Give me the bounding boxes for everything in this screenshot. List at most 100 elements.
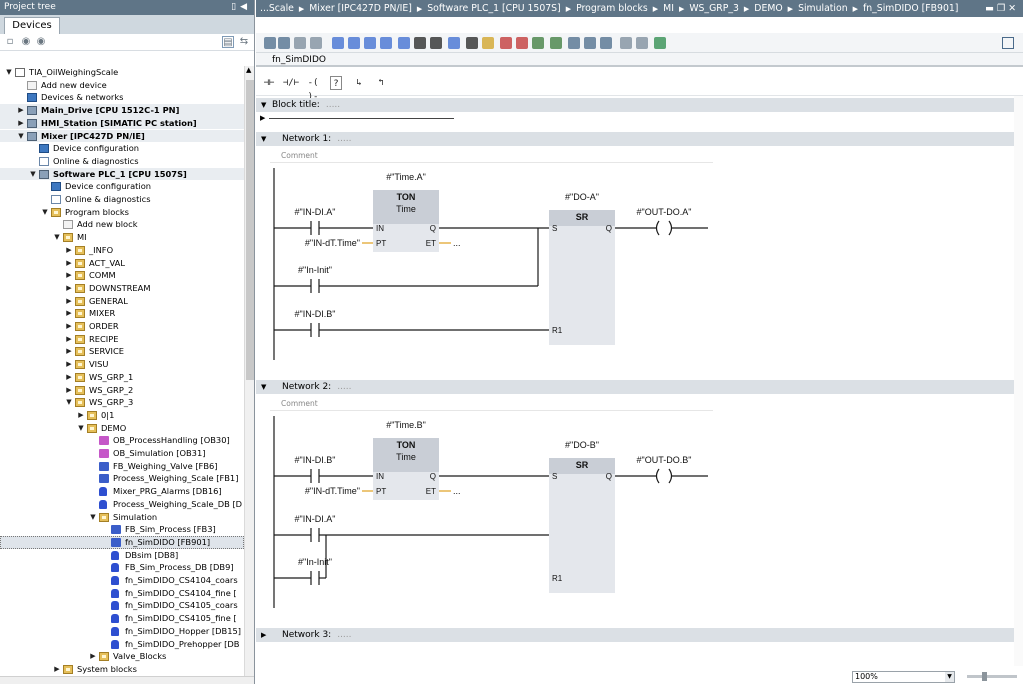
toolbar-tool-icon[interactable] [636, 37, 648, 49]
project-tree-hscrollbar[interactable] [0, 676, 254, 684]
expand-arrow-icon[interactable]: ▶ [66, 283, 72, 292]
collapse-icon[interactable]: ▼ [261, 383, 267, 391]
expand-arrow-icon[interactable]: ▶ [66, 334, 72, 343]
collapse-arrow-icon[interactable]: ▼ [30, 169, 36, 178]
breadcrumb-item[interactable]: fn_SimDIDO [FB901] [862, 3, 959, 14]
toolbar-tool-icon[interactable] [600, 37, 612, 49]
tree-item[interactable]: ▼MI [0, 231, 244, 244]
breadcrumb-item[interactable]: Simulation [798, 3, 848, 14]
detail-view-icon[interactable]: ▤ [222, 36, 234, 48]
nc-contact-icon[interactable]: ⊣/⊢ [282, 78, 300, 88]
new-item-icon[interactable]: ▫ [6, 36, 14, 47]
collapse-arrow-icon[interactable]: ▼ [66, 398, 72, 407]
contact-operand[interactable]: #"IN-DI.A" [295, 514, 336, 524]
forward-icon[interactable]: ◉ [36, 36, 46, 47]
expand-arrow-icon[interactable]: ▶ [66, 360, 72, 369]
zoom-slider[interactable] [967, 672, 1017, 681]
no-contact[interactable]: #"IN-DI.B" [295, 455, 336, 483]
collapse-arrow-icon[interactable]: ▼ [90, 512, 96, 521]
breadcrumb-item[interactable]: MI [663, 3, 674, 14]
toolbar-tool-icon[interactable] [398, 37, 410, 49]
expand-arrow-icon[interactable]: ▶ [66, 245, 72, 254]
collapse-icon[interactable]: ▼ [261, 101, 267, 109]
scroll-thumb[interactable] [246, 80, 254, 380]
tree-item[interactable]: FB_Sim_Process [FB3] [0, 523, 244, 536]
contact-operand[interactable]: #"IN-DI.B" [295, 455, 336, 465]
breadcrumb-item[interactable]: Mixer [IPC427D PN/IE] [309, 3, 412, 14]
open-branch-icon[interactable]: ↳ [356, 78, 362, 88]
tree-item[interactable]: ▼Program blocks [0, 206, 244, 219]
toolbar-tool-icon[interactable] [620, 37, 632, 49]
toolbar-tool-icon[interactable] [364, 37, 376, 49]
sr-instance[interactable]: #"DO-A" [565, 192, 599, 202]
tree-item[interactable]: Devices & networks [0, 91, 244, 104]
editor-scrollbar[interactable] [1014, 96, 1023, 666]
collapse-arrow-icon[interactable]: ▼ [42, 207, 48, 216]
tree-item[interactable]: FB_Weighing_Valve [FB6] [0, 460, 244, 473]
tree-item[interactable]: fn_SimDIDO_CS4104_coars [0, 574, 244, 587]
network-2-header[interactable]: ▼ Network 2:..... [256, 380, 1023, 394]
toolbar-tool-icon[interactable] [448, 37, 460, 49]
tree-item[interactable]: fn_SimDIDO [FB901] [0, 535, 244, 549]
et-value[interactable]: ... [453, 238, 461, 248]
toolbar-tool-icon[interactable] [584, 37, 596, 49]
tree-item[interactable]: ▶0|1 [0, 409, 244, 422]
expand-arrow-icon[interactable]: ▶ [54, 664, 60, 673]
contact-operand[interactable]: #"IN-DI.A" [295, 207, 336, 217]
toolbar-tool-icon[interactable] [532, 37, 544, 49]
toolbar-tool-icon[interactable] [466, 37, 478, 49]
toolbar-tool-icon[interactable] [332, 37, 344, 49]
toolbar-tool-icon[interactable] [264, 37, 276, 49]
tree-item[interactable]: Add new block [0, 218, 244, 231]
breadcrumb-item[interactable]: Program blocks [576, 3, 648, 14]
network-1-comment[interactable]: Comment [281, 151, 318, 160]
toolbar-tool-icon[interactable] [278, 37, 290, 49]
sync-icon[interactable]: ⇆ [239, 36, 249, 47]
tree-item[interactable]: ▼Mixer [IPC427D PN/IE] [0, 129, 244, 143]
tree-item[interactable]: ▶GENERAL [0, 295, 244, 308]
zoom-slider-knob[interactable] [982, 672, 987, 681]
empty-box-icon[interactable]: ? [330, 76, 342, 90]
expand-arrow-icon[interactable]: ▶ [66, 322, 72, 330]
tree-item[interactable]: fn_SimDIDO_CS4104_fine [ [0, 587, 244, 600]
tree-item[interactable]: Online & diagnostics [0, 155, 244, 168]
toolbar-tool-icon[interactable] [310, 37, 322, 49]
coil-operand[interactable]: #"OUT-DO.B" [637, 455, 692, 465]
coil[interactable]: #"OUT-DO.A" [637, 207, 692, 236]
expand-arrow-icon[interactable]: ▶ [78, 410, 84, 419]
zoom-select[interactable]: 100% ▼ [852, 671, 955, 683]
expand-arrow-icon[interactable]: ▶ [66, 372, 72, 381]
toolbar-tool-icon[interactable] [550, 37, 562, 49]
contact-operand[interactable]: #"In-Init" [298, 557, 332, 567]
tree-item[interactable]: ▶COMM [0, 269, 244, 282]
tree-item[interactable]: Process_Weighing_Scale_DB [D [0, 498, 244, 511]
tree-item[interactable]: ▼DEMO [0, 422, 244, 435]
sr-flipflop-box[interactable]: SR [549, 210, 615, 345]
coil-icon[interactable]: -( )- [307, 78, 319, 102]
tree-item[interactable]: fn_SimDIDO_CS4105_fine [ [0, 612, 244, 625]
no-contact[interactable]: #"IN-DI.A" [295, 207, 336, 235]
tree-item[interactable]: ▶ORDER [0, 320, 244, 333]
block-comment-line[interactable] [269, 118, 454, 119]
tree-item[interactable]: FB_Sim_Process_DB [DB9] [0, 561, 244, 574]
block-title-value[interactable]: ..... [325, 100, 341, 110]
back-icon[interactable]: ◉ [21, 36, 31, 47]
expand-arrow-icon[interactable]: ▶ [18, 118, 24, 127]
expand-arrow-icon[interactable]: ▶ [66, 347, 72, 356]
expand-arrow-icon[interactable]: ▶ [66, 271, 72, 280]
expand-arrow-icon[interactable]: ▶ [90, 652, 96, 661]
collapse-left-icon[interactable]: ◀ [240, 2, 251, 12]
pt-operand[interactable]: #"IN-dT.Time" [305, 486, 360, 496]
network-1-header[interactable]: ▼ Network 1:..... [256, 132, 1023, 146]
tree-item[interactable]: ▶_INFO [0, 244, 244, 257]
toolbar-tool-icon[interactable] [414, 37, 426, 49]
tree-item[interactable]: Process_Weighing_Scale [FB1] [0, 472, 244, 485]
breadcrumb-item[interactable]: WS_GRP_3 [689, 3, 739, 14]
no-contact[interactable]: #"IN-DI.A" [295, 514, 336, 542]
timer-instance[interactable]: #"Time.A" [386, 172, 426, 182]
collapse-arrow-icon[interactable]: ▼ [78, 423, 84, 432]
sr-instance[interactable]: #"DO-B" [565, 440, 599, 450]
expand-arrow-icon[interactable]: ▶ [66, 309, 72, 318]
